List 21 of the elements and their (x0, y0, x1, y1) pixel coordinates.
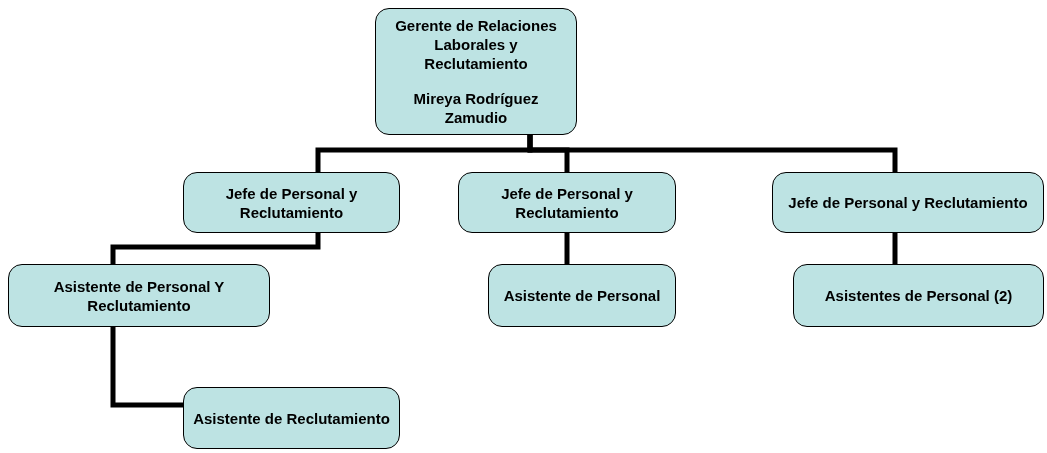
org-box (488, 264, 676, 327)
role-title: Asistente de Personal (503, 286, 661, 305)
role-title: Jefe de Personal y Reclutamiento (224, 183, 359, 222)
role-title: Asistente de Personal Y Reclutamiento (52, 276, 226, 315)
connector-line (564, 233, 570, 264)
role-title: Asistentes de Personal (2) (824, 286, 1013, 305)
org-box (183, 172, 400, 233)
org-box (375, 8, 577, 135)
org-box (458, 172, 676, 233)
connector-line (110, 327, 183, 408)
person-name: Mireya Rodríguez Zamudio (412, 89, 540, 127)
org-box (183, 387, 400, 449)
org-box (772, 172, 1044, 233)
org-box (8, 264, 270, 327)
role-title: Gerente de Relaciones Laborales y Reclutamiento (394, 16, 558, 73)
connector-line (527, 135, 898, 172)
org-box (793, 264, 1044, 327)
role-title: Asistente de Reclutamiento (193, 408, 390, 428)
role-title: Jefe de Personal y Reclutamiento (788, 193, 1028, 212)
connector-line (892, 233, 898, 264)
role-title: Jefe de Personal y Reclutamiento (500, 183, 634, 222)
